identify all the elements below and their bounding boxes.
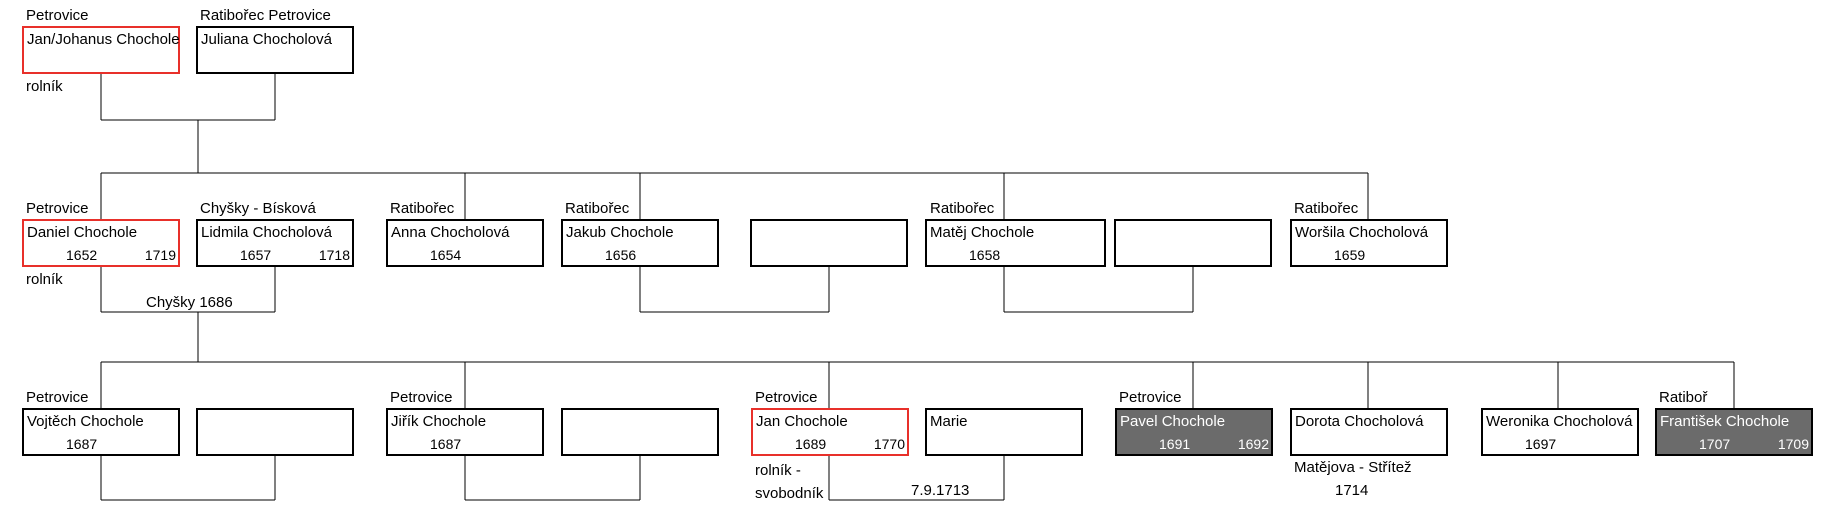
person-name: Marie: [930, 413, 968, 430]
birth-year: 1652: [66, 247, 98, 263]
birth-year: 1697: [1525, 436, 1557, 452]
person-jan-johanus[interactable]: Jan/Johanus Chochole: [22, 26, 180, 74]
person-name: Matěj Chochole: [930, 224, 1035, 241]
person-jan[interactable]: Jan Chochole 1689 1770: [751, 408, 909, 456]
person-frantisek[interactable]: František Chochole 1707 1709: [1655, 408, 1813, 456]
place-vojtech: Petrovice: [26, 389, 89, 406]
person-name: Pavel Chochole: [1120, 413, 1226, 430]
person-anna[interactable]: Anna Chocholová 1654: [386, 219, 544, 267]
person-name: Woršila Chocholová: [1295, 224, 1429, 241]
person-juliana[interactable]: Juliana Chocholová: [196, 26, 354, 74]
person-worsila[interactable]: Woršila Chocholová 1659: [1290, 219, 1448, 267]
person-name: Vojtěch Chochole: [27, 413, 144, 430]
death-year: 1692: [1237, 436, 1269, 452]
person-jakub[interactable]: Jakub Chochole 1656: [561, 219, 719, 267]
person-name: Dorota Chocholová: [1295, 413, 1424, 430]
place-jakub: Ratibořec: [565, 200, 630, 217]
place-pavel: Petrovice: [1119, 389, 1182, 406]
person-vojtech-spouse-empty[interactable]: [196, 408, 354, 456]
birth-year: 1656: [605, 247, 637, 263]
person-matej-spouse-empty[interactable]: [1114, 219, 1272, 267]
birth-year: 1659: [1334, 247, 1366, 263]
death-year: 1709: [1777, 436, 1809, 452]
birth-year: 1691: [1159, 436, 1191, 452]
place-jirik: Petrovice: [390, 389, 453, 406]
birth-year: 1658: [969, 247, 1001, 263]
note-jan-johanus: rolník: [26, 78, 63, 95]
person-jirik[interactable]: Jiřík Chochole 1687: [386, 408, 544, 456]
place-matej: Ratibořec: [930, 200, 995, 217]
person-jakub-spouse-empty[interactable]: [750, 219, 908, 267]
person-lidmila[interactable]: Lidmila Chocholová 1657 1718: [196, 219, 354, 267]
death-year: 1718: [318, 247, 350, 263]
place-anna: Ratibořec: [390, 200, 455, 217]
note-dorota: Matějova - Střítež: [1294, 459, 1412, 476]
place-juliana: Ratibořec Petrovice: [200, 7, 331, 24]
place-jan: Petrovice: [755, 389, 818, 406]
person-name: Jan/Johanus Chochole: [27, 31, 180, 48]
person-name: Jiřík Chochole: [391, 413, 487, 430]
person-name: Juliana Chocholová: [201, 31, 332, 48]
person-name: Lidmila Chocholová: [201, 224, 332, 241]
birth-year: 1657: [240, 247, 272, 263]
person-name: Daniel Chochole: [27, 224, 138, 241]
person-pavel[interactable]: Pavel Chochole 1691 1692: [1115, 408, 1273, 456]
note-daniel: rolník: [26, 271, 63, 288]
place-daniel: Petrovice: [26, 200, 89, 217]
person-jirik-spouse-empty[interactable]: [561, 408, 719, 456]
place-frantisek: Ratiboř: [1659, 389, 1708, 406]
note-jan: rolník - svobodník: [755, 462, 824, 502]
place-lidmila: Chyšky - Bísková: [200, 200, 316, 217]
person-vojtech[interactable]: Vojtěch Chochole 1687: [22, 408, 180, 456]
person-name: Jakub Chochole: [566, 224, 674, 241]
place-worsila: Ratibořec: [1294, 200, 1359, 217]
person-name: Anna Chocholová: [391, 224, 510, 241]
birth-year: 1687: [66, 436, 98, 452]
person-name: František Chochole: [1660, 413, 1790, 430]
dorota-year: 1714: [1335, 482, 1369, 499]
person-marie[interactable]: Marie: [925, 408, 1083, 456]
person-name: Weronika Chocholová: [1486, 413, 1633, 430]
marriage-label-daniel-lidmila: Chyšky 1686: [146, 294, 233, 311]
death-year: 1719: [144, 247, 176, 263]
place-jan-johanus: Petrovice: [26, 7, 89, 24]
death-year: 1770: [873, 436, 905, 452]
birth-year: 1654: [430, 247, 462, 263]
birth-year: 1707: [1699, 436, 1731, 452]
person-matej[interactable]: Matěj Chochole 1658: [925, 219, 1106, 267]
person-dorota[interactable]: Dorota Chocholová: [1290, 408, 1448, 456]
birth-year: 1689: [795, 436, 827, 452]
person-daniel[interactable]: Daniel Chochole 1652 1719: [22, 219, 180, 267]
person-weronika[interactable]: Weronika Chocholová 1697: [1481, 408, 1639, 456]
marriage-label-jan-marie: 7.9.1713: [911, 482, 970, 499]
birth-year: 1687: [430, 436, 462, 452]
person-name: Jan Chochole: [756, 413, 848, 430]
